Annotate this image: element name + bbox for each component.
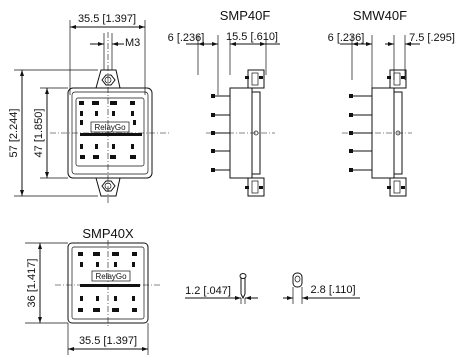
smp40f-title: SMP40F: [220, 8, 271, 23]
smp40x-title: SMP40X: [82, 226, 134, 241]
main-socket-view: 35.5 [1.397] M3: [8, 13, 170, 205]
smp40x-view: SMP40X RelayGo: [25, 226, 160, 355]
main-terminal-slots: [79, 101, 142, 159]
smw40f-right-dim: 7.5 [.295]: [409, 32, 455, 44]
main-inner-height-label: 47 [1.850]: [33, 109, 45, 158]
smw40f-view: SMW40F 6 [.236] 7.5 [.295]: [328, 8, 455, 197]
smp40f-right-dim: 15.5 [.610]: [226, 31, 278, 43]
pin-detail: 1.2 [.047] 2.8 [.110]: [185, 272, 360, 304]
smp40x-brand-label: RelayGo: [95, 272, 127, 281]
tab-width-label: 2.8 [.110]: [310, 284, 355, 296]
smp40x-width-label: 35.5 [1.397]: [79, 335, 137, 347]
smp40f-left-dim: 6 [.236]: [168, 32, 205, 44]
main-brand-label: RelayGo: [94, 123, 126, 132]
smp40x-height-label: 36 [1.417]: [26, 259, 38, 308]
main-width-label: 35.5 [1.397]: [78, 13, 136, 25]
smp40f-pins: [211, 94, 230, 172]
smp40x-terminal-slots: [78, 252, 140, 312]
m3-label: M3: [125, 37, 140, 49]
top-hex-nut: [101, 74, 116, 86]
smw40f-title: SMW40F: [353, 8, 407, 23]
pin-width-label: 1.2 [.047]: [185, 285, 231, 297]
bottom-hex-nut: [101, 180, 116, 192]
smw40f-left-dim: 6 [.236]: [328, 32, 365, 44]
smp40f-view: SMP40F 6 [.236] 15.5 [.610]: [168, 8, 280, 197]
main-outer-height-label: 57 [2.244]: [8, 109, 20, 158]
